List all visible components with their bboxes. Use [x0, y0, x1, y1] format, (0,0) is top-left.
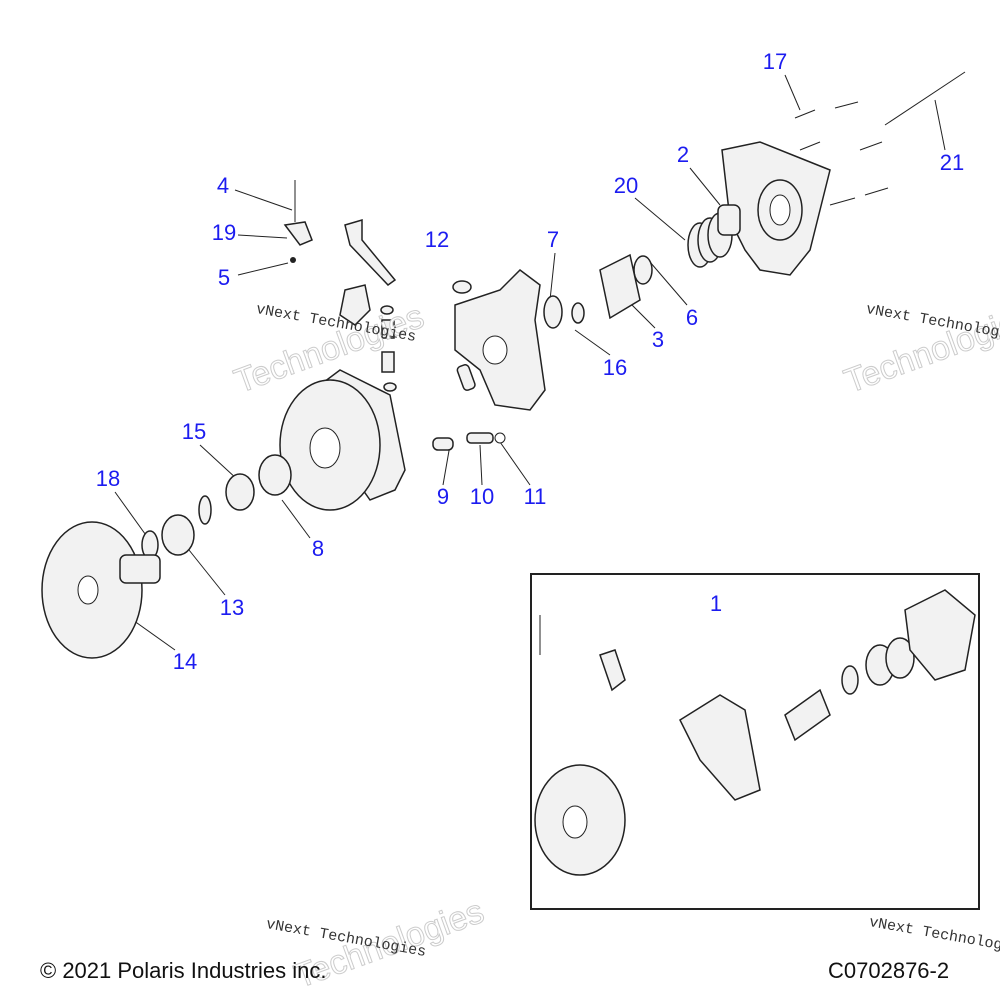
stationary-sheave [41, 521, 161, 659]
spring [687, 204, 741, 268]
copyright-text: © 2021 Polaris Industries inc. [40, 958, 327, 983]
callout-10: 10 [469, 484, 495, 509]
callout-14: 14 [172, 649, 198, 674]
drawing-code: C0702876-2 [828, 958, 950, 983]
assembly-inset [530, 573, 980, 910]
spider-hub [721, 141, 831, 276]
bushings [141, 454, 292, 560]
callout-21: 21 [939, 150, 965, 175]
callout-12: 12 [424, 227, 450, 252]
callout-11: 11 [523, 484, 547, 509]
callout-20: 20 [613, 173, 639, 198]
callout-15: 15 [181, 419, 207, 444]
callout-2: 2 [676, 142, 690, 167]
shaft-and-washers [543, 253, 653, 329]
callout-18: 18 [95, 466, 121, 491]
callout-6: 6 [685, 305, 699, 330]
bolts [794, 71, 966, 206]
callout-19: 19 [211, 220, 237, 245]
callout-5: 5 [217, 265, 231, 290]
callout-4: 4 [216, 173, 230, 198]
callout-9: 9 [436, 484, 450, 509]
callout-13: 13 [219, 595, 245, 620]
callout-17: 17 [762, 49, 788, 74]
callout-3: 3 [651, 327, 665, 352]
spider-arm-assembly [283, 180, 546, 411]
leader-lines [114, 74, 946, 651]
callout-16: 16 [602, 355, 628, 380]
callout-7: 7 [546, 227, 560, 252]
callout-8: 8 [311, 536, 325, 561]
moveable-sheave [279, 369, 406, 511]
callout-1: 1 [709, 591, 723, 616]
rollers-and-pins [432, 432, 506, 451]
